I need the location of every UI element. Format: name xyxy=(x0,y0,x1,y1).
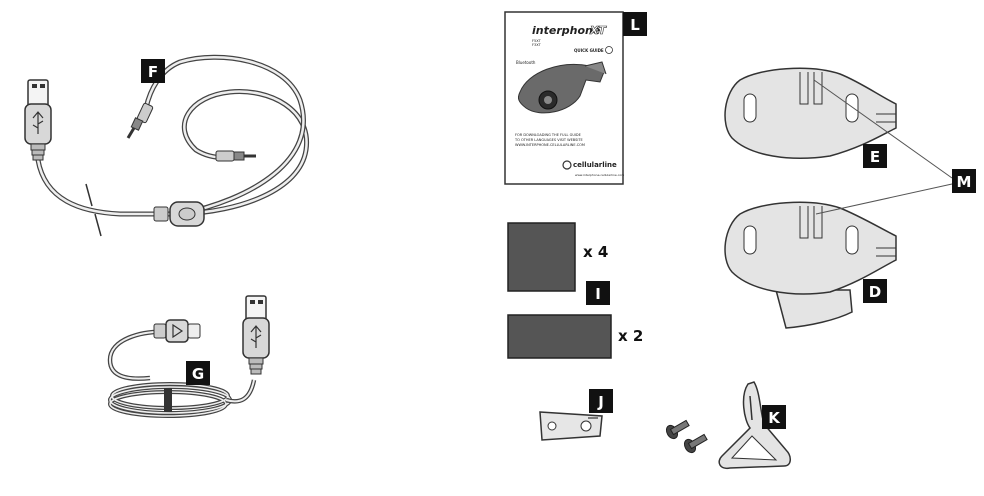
label-f: F xyxy=(148,63,158,81)
usb-cable-g: G xyxy=(107,295,270,418)
jack-plug-1 xyxy=(126,102,154,139)
manual-model: XT xyxy=(589,24,607,37)
usb-plug-g xyxy=(242,295,270,375)
intercom-device-image xyxy=(517,61,607,114)
mounting-plate-j: J xyxy=(539,389,613,441)
qty-pad-small: x 2 xyxy=(618,327,643,345)
leader-line-m-top xyxy=(813,79,953,179)
quick-guide-manual-l: interphone XT F5XT F3XT QUICK GUIDE Blue… xyxy=(504,11,647,185)
manual-brand: interphone xyxy=(532,24,601,37)
pad-large xyxy=(507,222,576,292)
manual-notice2: TO OTHER LANGUAGES VISIT WEBSITE xyxy=(514,138,583,142)
leader-line-m-bottom xyxy=(815,183,953,215)
manual-website: www.interphone.cellularline.com xyxy=(575,173,624,177)
manual-line2: F3XT xyxy=(532,43,542,47)
label-m-group: M xyxy=(813,79,976,215)
manual-maker: cellularline xyxy=(573,161,617,169)
label-m: M xyxy=(957,173,972,191)
curved-mount-d: D xyxy=(724,201,897,329)
label-d: D xyxy=(869,283,881,301)
usb-jack-cable-f: F xyxy=(24,54,310,237)
qty-pad-large: x 4 xyxy=(583,243,608,261)
label-j: J xyxy=(597,393,604,411)
label-i: I xyxy=(595,285,601,303)
manual-notice1: FOR DOWNLOADING THE FULL GUIDE xyxy=(515,133,581,137)
screws xyxy=(665,419,708,454)
pad-small xyxy=(507,314,612,359)
manual-bluetooth: Bluetooth xyxy=(516,60,536,65)
clip-hook-k: K xyxy=(718,381,791,470)
micro-usb-plug-g xyxy=(153,319,201,343)
label-g: G xyxy=(192,365,204,383)
inline-module-f xyxy=(153,201,205,227)
jack-plug-2 xyxy=(215,150,256,162)
flat-mount-e: E xyxy=(724,67,897,168)
manual-quick-guide: QUICK GUIDE xyxy=(574,48,604,53)
manual-line1: F5XT xyxy=(532,39,542,43)
label-l: L xyxy=(630,16,640,34)
label-e: E xyxy=(870,148,880,166)
label-k: K xyxy=(768,409,781,427)
adhesive-pads-i: x 4 I x 2 xyxy=(507,222,643,359)
manual-notice3: WWW.INTERPHONE.CELLULARLINE.COM xyxy=(515,143,585,147)
usb-plug-f xyxy=(24,79,52,161)
